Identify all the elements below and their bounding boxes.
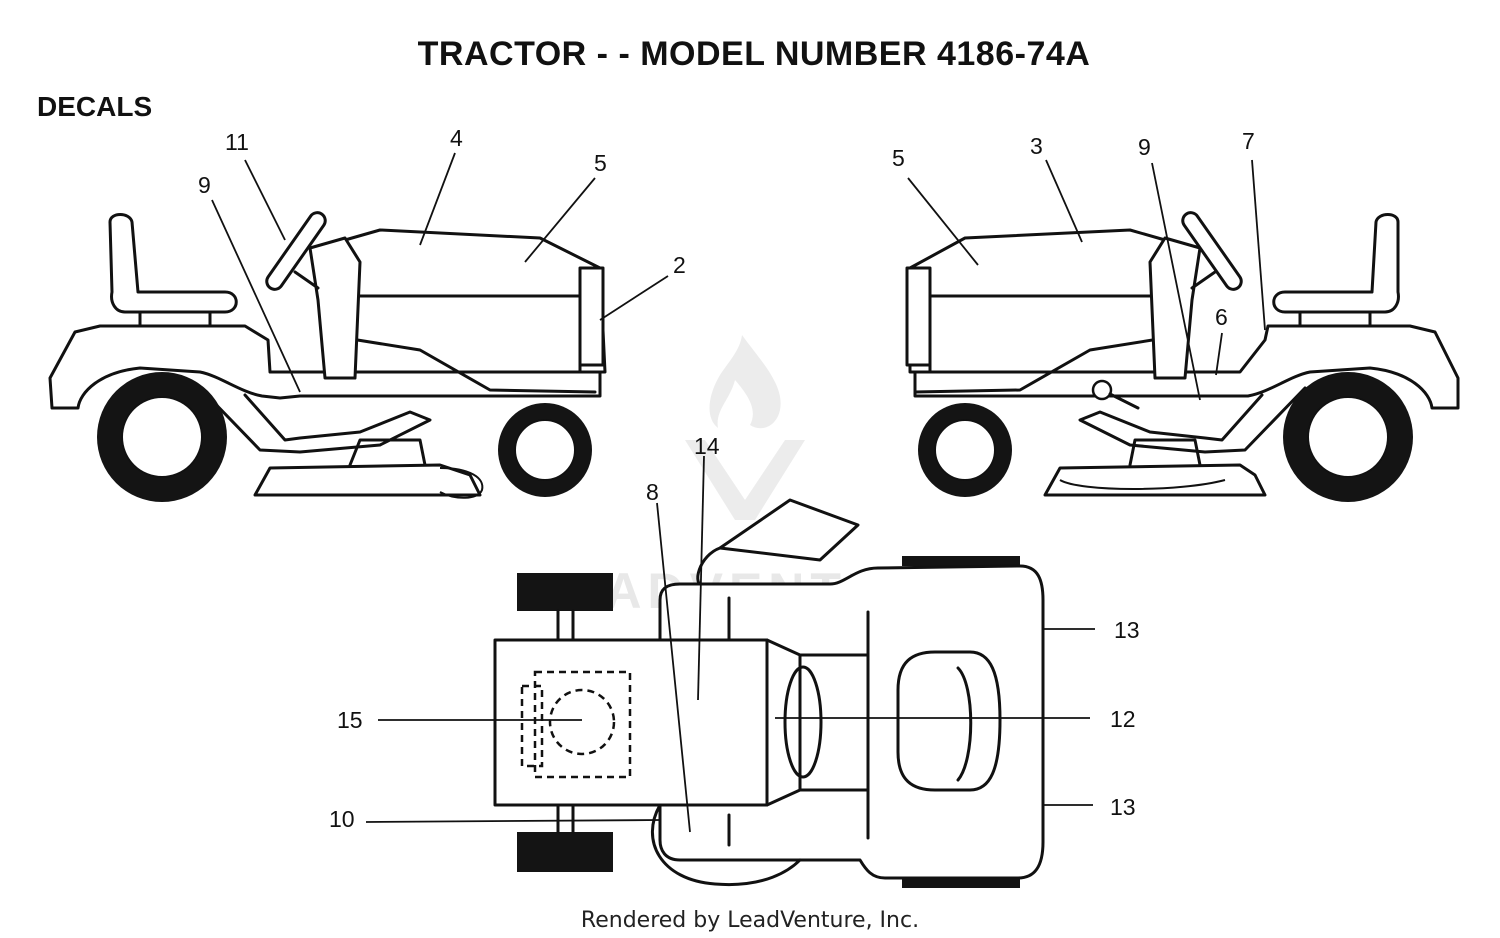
callout-13-top: 13 <box>1114 617 1140 643</box>
callout-10: 10 <box>329 806 355 832</box>
callout-14: 14 <box>694 433 720 459</box>
callout-15: 15 <box>337 707 363 733</box>
section-label: DECALS <box>37 91 152 122</box>
tractor-left-side-view: 11 4 5 9 2 <box>48 125 686 502</box>
callout-9: 9 <box>198 172 211 198</box>
callout-12: 12 <box>1110 706 1136 732</box>
page-title: TRACTOR - - MODEL NUMBER 4186-74A <box>418 35 1091 73</box>
left-rear-wheel <box>97 372 227 502</box>
callout-8: 8 <box>646 479 659 505</box>
callout-9-right: 9 <box>1138 134 1151 160</box>
tractor-right-side-view: 5 3 9 7 6 <box>892 128 1460 502</box>
tractor-top-view: 14 8 13 15 12 10 13 <box>329 433 1140 888</box>
callout-5: 5 <box>594 150 607 176</box>
callout-2: 2 <box>673 252 686 278</box>
right-rear-wheel <box>1283 372 1413 502</box>
callout-5-right: 5 <box>892 145 905 171</box>
callout-4: 4 <box>450 125 463 151</box>
callout-3: 3 <box>1030 133 1043 159</box>
right-front-wheel <box>918 403 1012 497</box>
callout-11: 11 <box>225 129 249 155</box>
callout-7: 7 <box>1242 128 1255 154</box>
callout-6: 6 <box>1215 304 1228 330</box>
left-front-wheel <box>498 403 592 497</box>
footer-credit: Rendered by LeadVenture, Inc. <box>581 908 919 933</box>
callout-13-bottom: 13 <box>1110 794 1136 820</box>
